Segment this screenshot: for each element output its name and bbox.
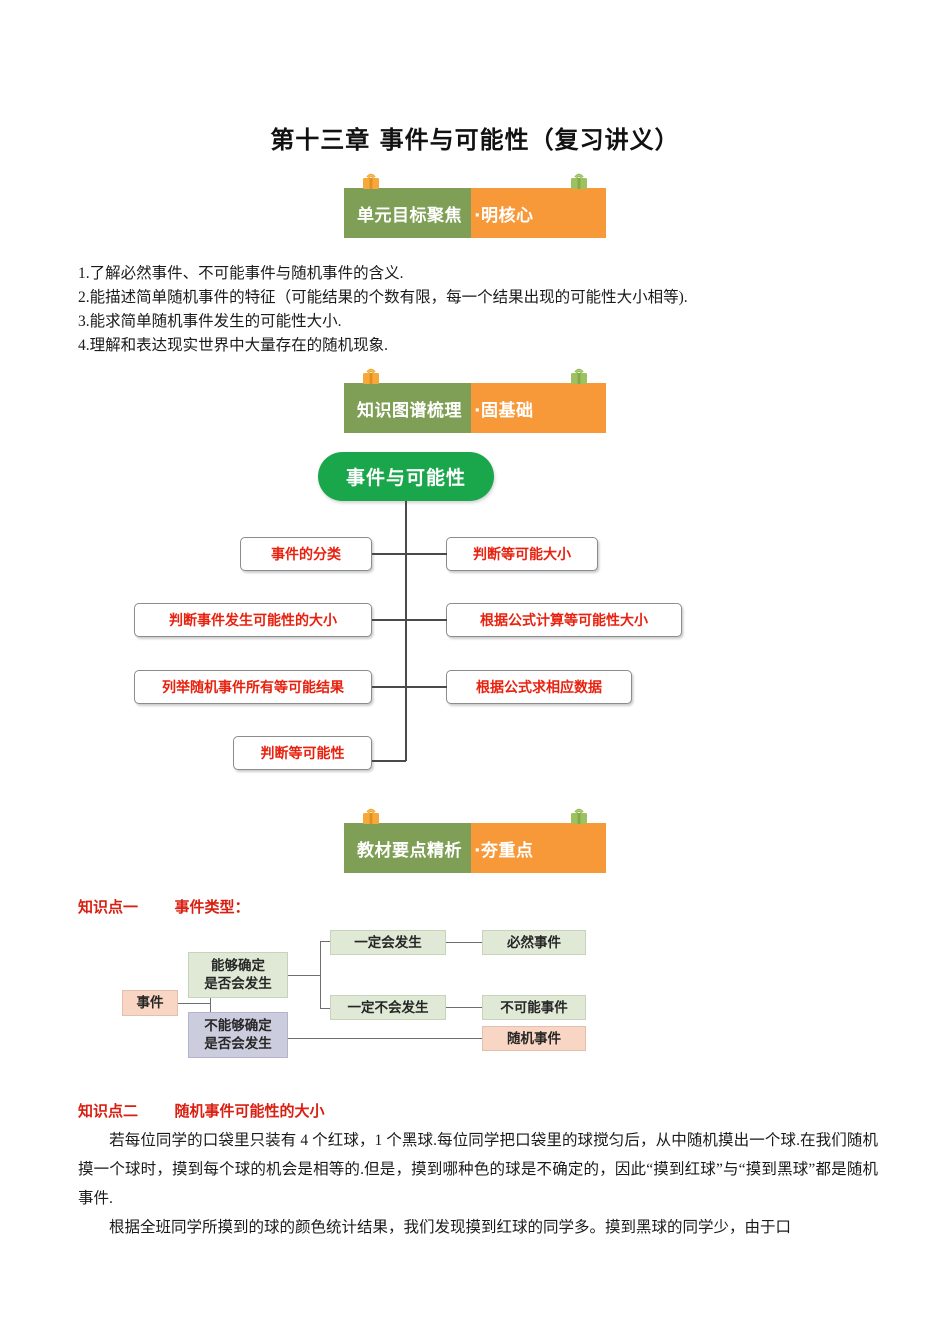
binder-clip-green-icon [571,808,587,824]
banner-green-segment: 单元目标聚焦 [344,188,471,238]
mindmap-connector [372,553,406,555]
flow-node-impossible-event: 不可能事件 [482,995,586,1020]
flow-split-line [210,973,212,1033]
banner-green-label: 教材要点精析 [357,840,462,861]
flow-node-line2: 是否会发生 [204,1036,272,1051]
flow-node-line1: 能够确定 [211,958,265,973]
banner-orange-segment: ·夯重点 [471,823,606,873]
banner-orange-label: ·明核心 [474,205,534,226]
mindmap-right-node-3: 根据公式求相应数据 [446,670,632,704]
flow-node-random-event: 随机事件 [482,1026,586,1051]
binder-clip-green-icon [571,368,587,384]
flow-node-certain-event: 必然事件 [482,930,586,955]
objective-item: 3.能求简单随机事件发生的可能性大小. [78,313,342,330]
mindmap-root-node: 事件与可能性 [318,452,494,501]
banner-green-label: 知识图谱梳理 [357,400,462,421]
flow-node-line1: 不能够确定 [204,1018,272,1033]
objective-item: 1.了解必然事件、不可能事件与随机事件的含义. [78,265,404,282]
flow-connector [178,1003,210,1005]
binder-clip-green-icon [571,173,587,189]
mindmap-connector [372,619,406,621]
flow-node-line2: 是否会发生 [204,976,272,991]
knowledge-point-two-heading: 知识点二 随机事件可能性的大小 [78,1100,325,1121]
banner-green-label: 单元目标聚焦 [357,205,462,226]
section-banner-knowledge-map: 知识图谱梳理 ·固基础 [0,365,950,437]
body-paragraph-1: 若每位同学的口袋里只装有 4 个红球，1 个黑球.每位同学把口袋里的球搅匀后，从… [78,1126,878,1213]
flow-node-will-not-happen: 一定不会发生 [330,995,446,1020]
flow-connector [320,941,332,943]
mindmap-connector [372,760,406,762]
kp-title: 事件类型： [174,898,250,916]
mindmap-right-node-1: 判断等可能大小 [446,537,598,571]
unit-objectives-list: 1.了解必然事件、不可能事件与随机事件的含义. 2.能描述简单随机事件的特征（可… [78,262,878,358]
flow-node-undeterminable: 不能够确定 是否会发生 [188,1012,288,1058]
mindmap-left-node-3: 列举随机事件所有等可能结果 [134,670,372,704]
mindmap-trunk-line [405,501,407,761]
objective-item: 4.理解和表达现实世界中大量存在的随机现象. [78,337,389,354]
mindmap-connector [405,686,447,688]
mindmap-right-node-2: 根据公式计算等可能性大小 [446,603,682,637]
objective-item: 2.能描述简单随机事件的特征（可能结果的个数有限，每一个结果出现的可能性大小相等… [78,289,688,306]
binder-clip-orange-icon [363,808,379,824]
banner-orange-segment: ·明核心 [471,188,606,238]
section-banner-textbook-points: 教材要点精析 ·夯重点 [0,805,950,877]
binder-clip-orange-icon [363,173,379,189]
mindmap-left-node-2: 判断事件发生可能性的大小 [134,603,372,637]
flow-connector [288,1038,482,1040]
banner-green-segment: 教材要点精析 [344,823,471,873]
flow-node-event: 事件 [122,990,178,1016]
banner-green-segment: 知识图谱梳理 [344,383,471,433]
flow-split-line [320,941,322,1009]
mindmap-connector [372,686,406,688]
section-banner-unit-goals: 单元目标聚焦 ·明核心 [0,170,950,242]
banner-orange-label: ·夯重点 [474,840,534,861]
body-paragraph-2: 根据全班同学所摸到的球的颜色统计结果，我们发现摸到红球的同学多。摸到黑球的同学少… [78,1213,878,1242]
mindmap-left-node-4: 判断等可能性 [233,736,372,770]
kp-label: 知识点一 [78,898,139,916]
knowledge-point-one-heading: 知识点一 事件类型： [78,896,250,917]
mindmap-connector [405,553,447,555]
flow-connector [320,1008,332,1010]
flow-connector [446,942,482,944]
mindmap-left-node-1: 事件的分类 [240,537,372,571]
paragraph-text: 若每位同学的口袋里只装有 4 个红球，1 个黑球.每位同学把口袋里的球搅匀后，从… [78,1132,878,1207]
flow-connector [288,975,320,977]
paragraph-text: 根据全班同学所摸到的球的颜色统计结果，我们发现摸到红球的同学多。摸到黑球的同学少… [109,1219,792,1236]
mindmap-connector [405,619,447,621]
kp-label: 知识点二 [78,1102,139,1120]
banner-orange-segment: ·固基础 [471,383,606,433]
kp-title: 随机事件可能性的大小 [174,1102,325,1120]
page-title: 第十三章 事件与可能性（复习讲义） [270,126,680,154]
flow-connector [446,1007,482,1009]
flow-node-determinable: 能够确定 是否会发生 [188,952,288,998]
flow-node-will-happen: 一定会发生 [330,930,446,955]
banner-orange-label: ·固基础 [474,400,534,421]
binder-clip-orange-icon [363,368,379,384]
